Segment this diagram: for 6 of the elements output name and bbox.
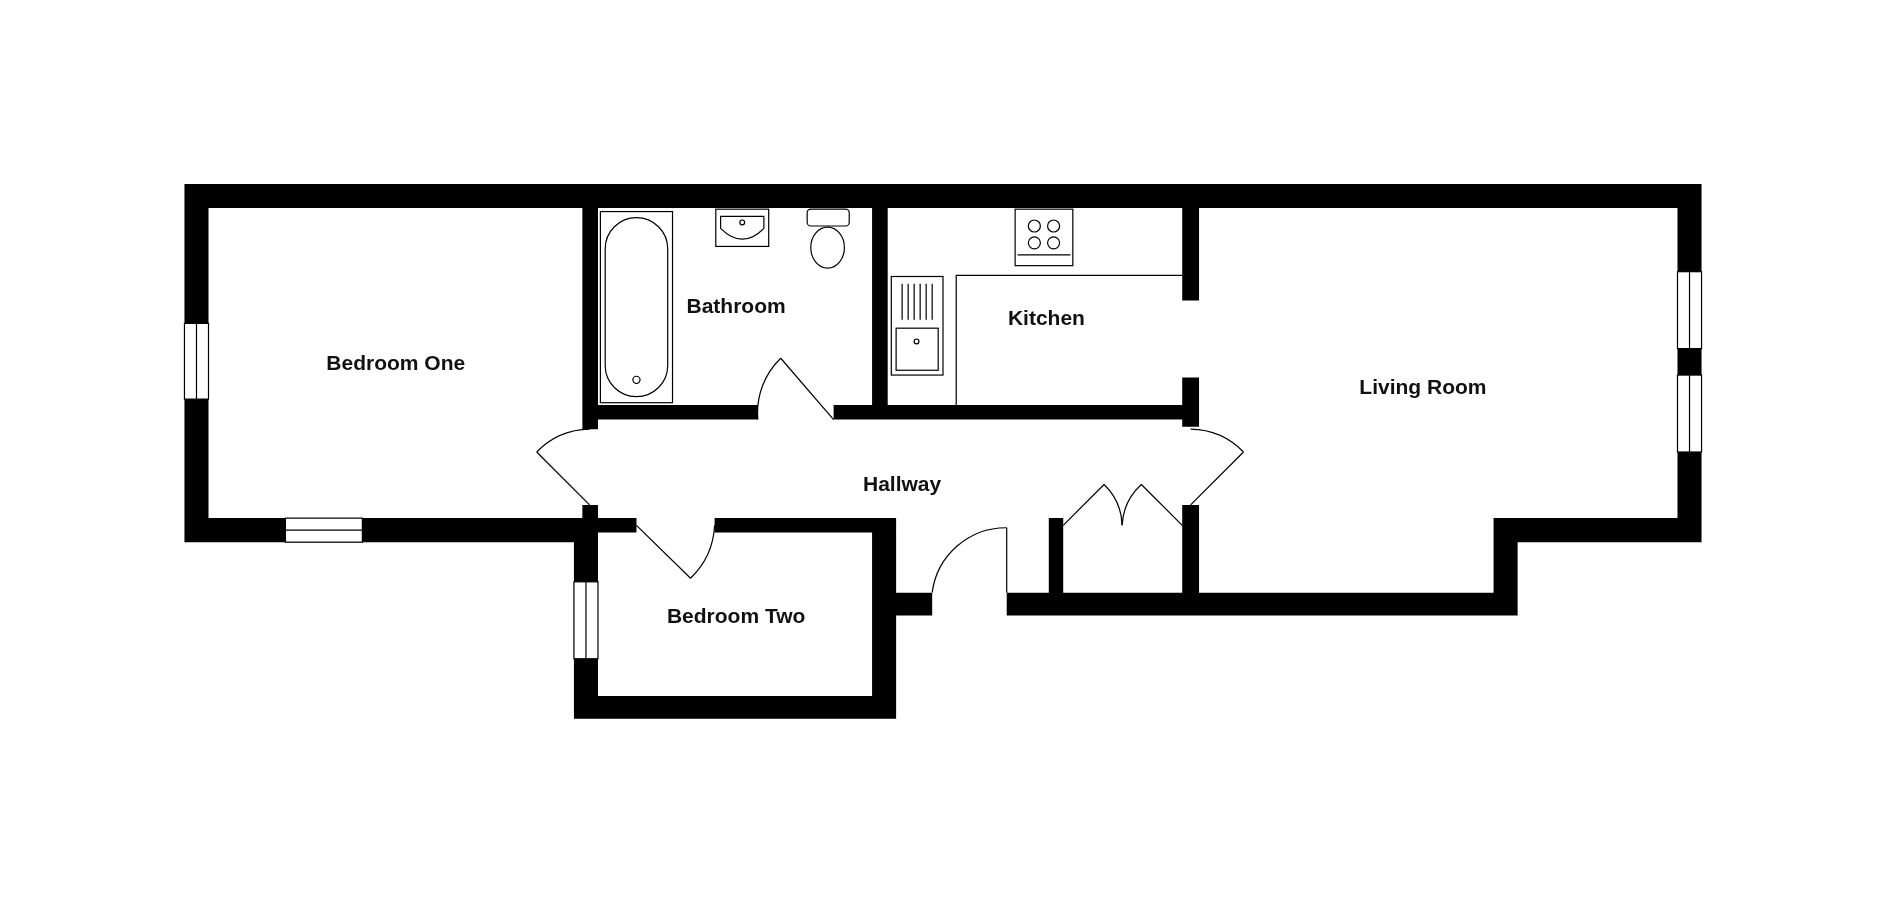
room-label: Living Room xyxy=(1359,375,1487,400)
room-label: Bedroom One xyxy=(326,351,466,376)
room-label: Bedroom Two xyxy=(666,603,806,628)
room-label: Bathroom xyxy=(686,293,786,318)
room-label: Kitchen xyxy=(1007,305,1085,330)
room-label: Hallway xyxy=(863,471,942,496)
